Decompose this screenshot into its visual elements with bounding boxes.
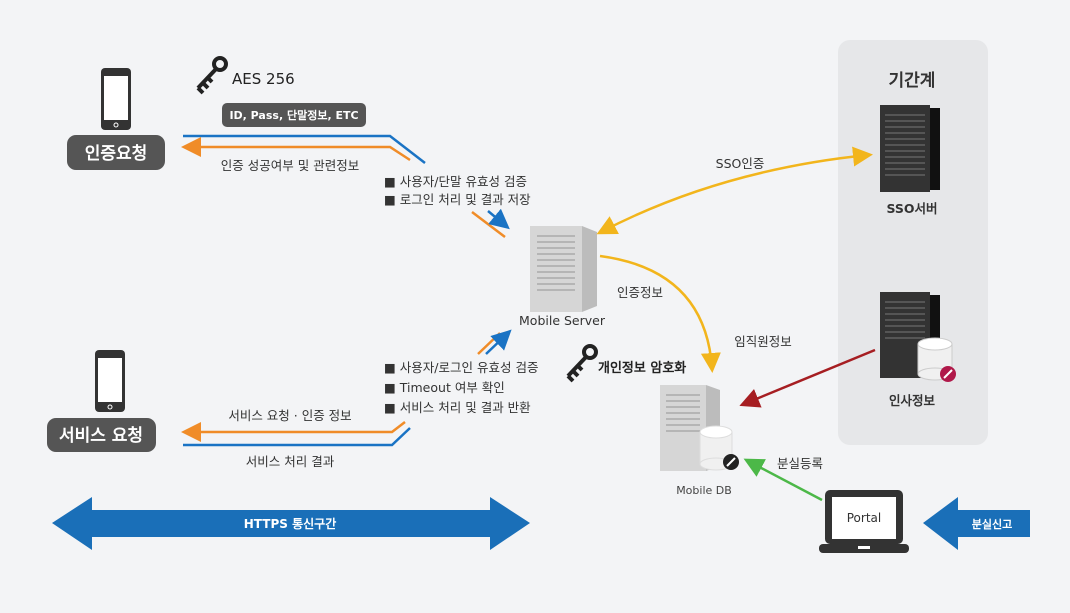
auth-info-label: 인증정보 xyxy=(617,285,663,300)
auth-orange-segment xyxy=(471,211,506,238)
loss-register-arrow xyxy=(743,458,823,502)
service-step: ■ Timeout 여부 확인 xyxy=(384,380,505,395)
https-double-arrow xyxy=(52,497,530,550)
payload-label: ID, Pass, 단말정보, ETC xyxy=(229,108,358,122)
legacy-title: 기간계 xyxy=(889,71,936,91)
service-request-text: 서비스 요청 · 인증 정보 xyxy=(228,408,351,423)
service-blue-arrow xyxy=(485,329,512,355)
auth-blue-arrow xyxy=(487,208,510,230)
auth-step: ■ 로그인 처리 및 결과 저장 xyxy=(384,192,531,207)
hr-server-label: 인사정보 xyxy=(889,393,936,408)
service-response-line xyxy=(183,427,411,447)
auth-step: ■ 사용자/단말 유효성 검증 xyxy=(384,174,527,189)
auth-response-arrow xyxy=(181,137,411,162)
auth-request-pill xyxy=(67,135,165,170)
service-request-arrow xyxy=(181,421,406,442)
loss-register-label: 분실등록 xyxy=(777,456,823,471)
mobile-server-icon xyxy=(530,226,597,312)
service-request-pill xyxy=(47,418,156,452)
legacy-panel xyxy=(838,40,988,445)
auth-request-line xyxy=(183,134,426,164)
sso-auth-arrow xyxy=(596,146,873,235)
service-step: ■ 사용자/로그인 유효성 검증 xyxy=(384,360,538,375)
mobile-db-icon xyxy=(660,385,739,471)
sso-auth-label: SSO인증 xyxy=(716,156,765,171)
portal-label[interactable]: Portal xyxy=(847,511,881,525)
auth-info-arrow xyxy=(599,254,721,373)
service-step: ■ 서비스 처리 및 결과 반환 xyxy=(384,400,531,415)
payload-pill xyxy=(222,103,366,127)
employee-info-arrow xyxy=(739,348,876,408)
employee-info-label: 임직원정보 xyxy=(734,334,792,349)
hr-server-icon xyxy=(880,292,956,382)
service-response-text: 서비스 처리 결과 xyxy=(246,454,335,469)
loss-report-arrow xyxy=(923,497,1030,550)
phone-icon xyxy=(101,68,131,130)
auth-response-label: 인증 성공여부 및 관련정보 xyxy=(221,158,359,173)
aes-label: AES 256 xyxy=(232,70,295,88)
service-request-label: 서비스 요청 xyxy=(59,425,143,446)
phone-icon xyxy=(95,350,125,412)
key-icon xyxy=(566,344,598,383)
mobile-server-label: Mobile Server xyxy=(519,313,606,328)
sso-server-label: SSO서버 xyxy=(886,201,937,216)
key-icon xyxy=(196,56,228,95)
auth-request-label: 인증요청 xyxy=(85,143,148,164)
https-label: HTTPS 통신구간 xyxy=(244,516,336,531)
loss-report-label: 분실신고 xyxy=(972,517,1012,531)
sso-server-icon xyxy=(880,105,940,192)
mobile-db-label: Mobile DB xyxy=(676,484,732,497)
laptop-icon[interactable] xyxy=(819,490,909,553)
db-encryption-label: 개인정보 암호화 xyxy=(598,360,686,376)
